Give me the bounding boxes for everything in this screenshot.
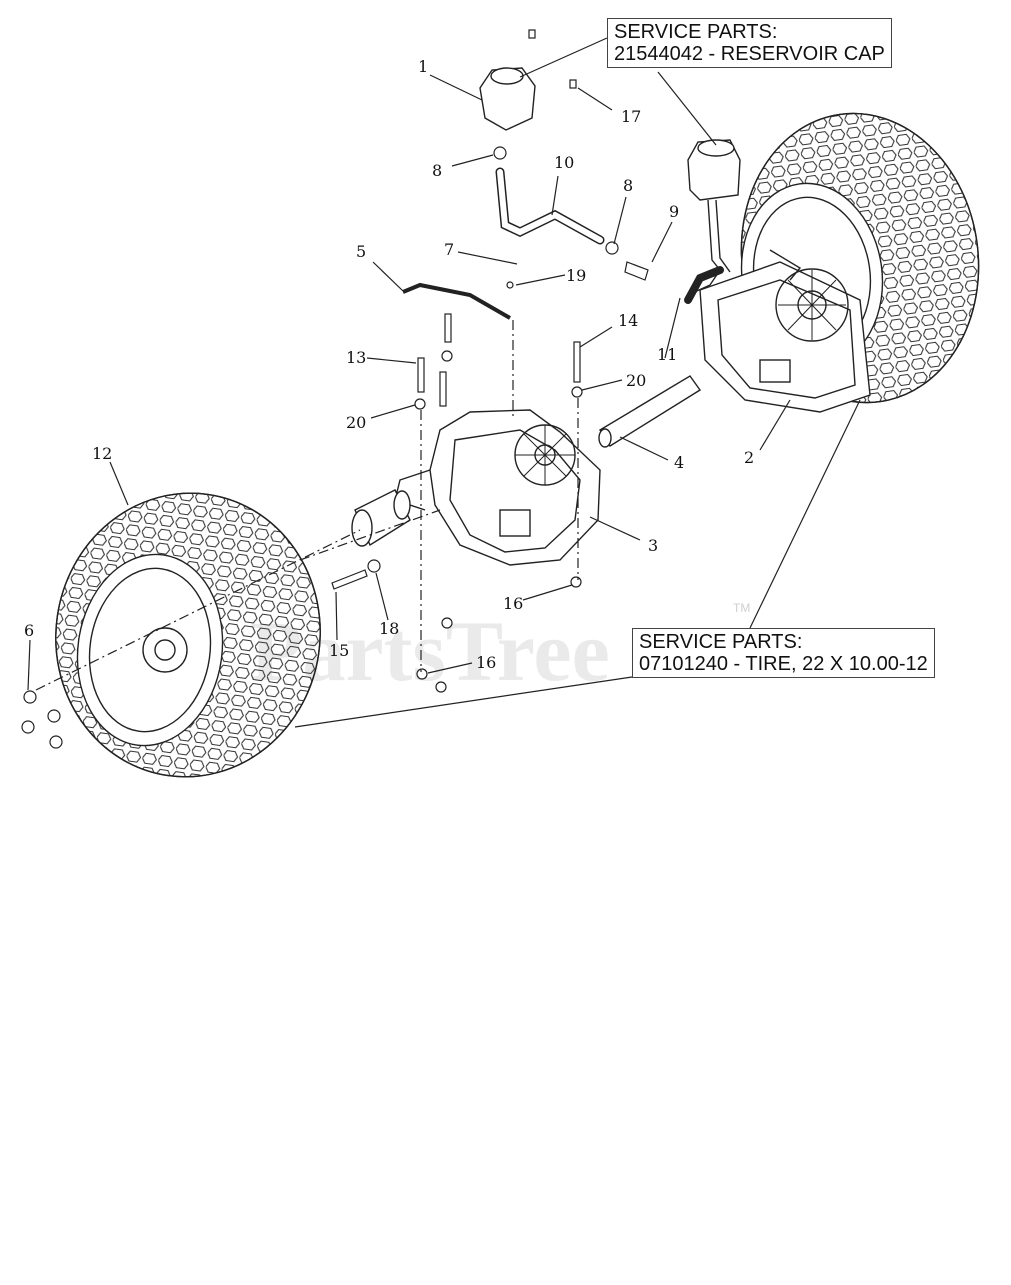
part-number-18: 18 — [379, 619, 399, 638]
part-number-labels: 1 2 3 4 5 6 7 8 8 9 10 11 12 13 14 15 16… — [24, 57, 754, 672]
center-transmission — [394, 409, 601, 566]
part-number-7: 7 — [444, 240, 454, 259]
service-parts-callout-tire: SERVICE PARTS: 07101240 - TIRE, 22 X 10.… — [632, 628, 935, 678]
part-number-12: 12 — [92, 444, 112, 463]
part-number-17: 17 — [621, 107, 641, 126]
watermark-tm: TM — [733, 601, 750, 615]
callout-part-text: 21544042 - RESERVOIR CAP — [614, 43, 885, 65]
left-wheel — [55, 492, 321, 778]
part-number-6: 6 — [24, 621, 34, 640]
reservoir-1 — [479, 67, 536, 131]
part-number-16a: 16 — [503, 594, 523, 613]
part-number-19: 19 — [566, 266, 586, 285]
lug-nuts — [21, 690, 63, 749]
service-parts-callout-reservoir-cap: SERVICE PARTS: 21544042 - RESERVOIR CAP — [607, 18, 892, 68]
part-number-14: 14 — [618, 311, 638, 330]
part-number-10: 10 — [554, 153, 574, 172]
hose-11 — [684, 266, 724, 304]
part-number-20b: 20 — [626, 371, 646, 390]
part-number-15: 15 — [329, 641, 349, 660]
bypass-rod — [402, 282, 511, 320]
center-lines — [35, 320, 579, 691]
callout-heading: SERVICE PARTS: — [614, 21, 778, 43]
leader-lines — [27, 37, 861, 728]
part-number-11: 11 — [657, 345, 677, 364]
part-number-2: 2 — [744, 448, 754, 467]
right-reservoir — [687, 139, 741, 296]
part-number-20a: 20 — [346, 413, 366, 432]
axle-tube — [598, 375, 702, 448]
right-transmission — [699, 249, 871, 413]
part-number-8b: 8 — [623, 176, 633, 195]
part-number-13: 13 — [346, 348, 366, 367]
part-number-16b: 16 — [476, 653, 496, 672]
small-parts — [331, 29, 649, 693]
part-number-1: 1 — [418, 57, 428, 76]
callout-part-text: 07101240 - TIRE, 22 X 10.00-12 — [639, 653, 928, 675]
part-number-3: 3 — [648, 536, 658, 555]
wheel-hub — [351, 489, 411, 547]
callout-heading: SERVICE PARTS: — [639, 631, 803, 653]
part-number-4: 4 — [674, 453, 684, 472]
part-number-5: 5 — [356, 242, 366, 261]
part-number-9: 9 — [669, 202, 679, 221]
part-number-8a: 8 — [432, 161, 442, 180]
